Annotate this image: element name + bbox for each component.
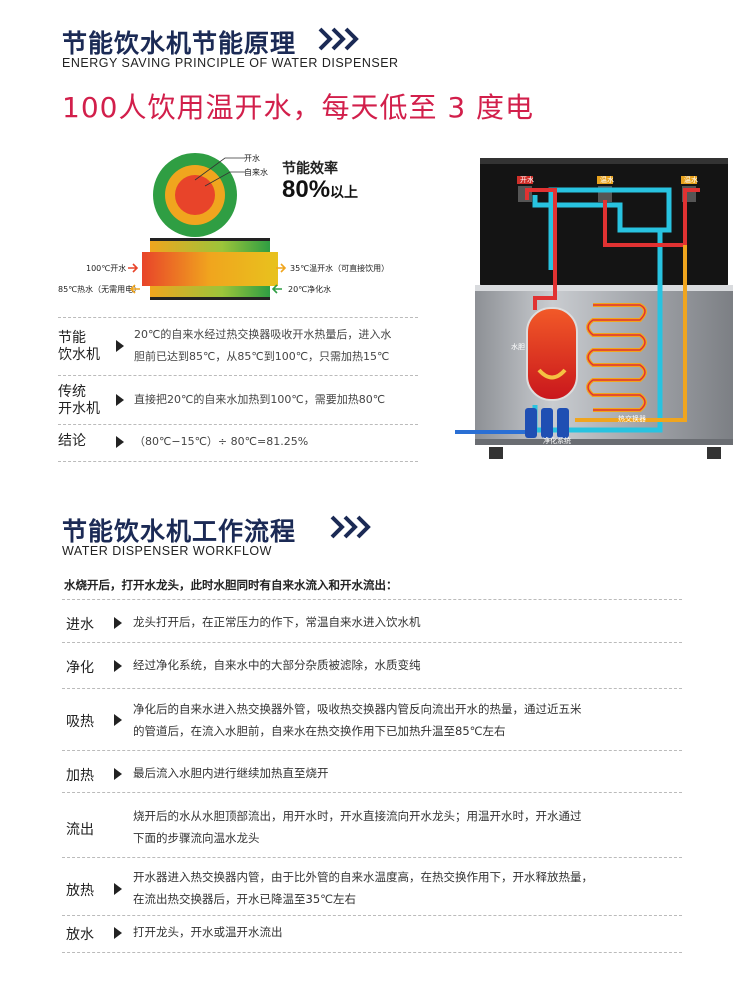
- divider: [62, 688, 682, 689]
- divider: [62, 915, 682, 916]
- arrow-right-icon: [128, 263, 139, 273]
- divider: [58, 424, 418, 425]
- divider: [62, 952, 682, 953]
- arrow-left-icon: [272, 284, 282, 294]
- workflow-label-absorb: 吸热: [66, 714, 94, 730]
- workflow-intro: 水烧开后，打开水龙头，此时水胆同时有自来水流入和开水流出：: [64, 578, 398, 592]
- tap-label-warm-2: 温水: [684, 176, 698, 184]
- label-boiling: 开水: [244, 154, 260, 163]
- workflow-label-purify: 净化: [66, 660, 94, 676]
- pipe-label-100c: 100℃开水: [86, 264, 127, 273]
- section1-title: 节能饮水机节能原理: [62, 29, 297, 58]
- workflow-label-heat: 加热: [66, 768, 94, 784]
- pipe-gradient-diagram: [142, 238, 278, 300]
- divider: [62, 599, 682, 600]
- workflow-text-release: 开水器进入热交换器内管，由于比外管的自来水温度高，在热交换作用下，开水释放热量，…: [133, 870, 593, 906]
- workflow-label-release: 放热: [66, 883, 94, 899]
- pipe-cross-section: [153, 153, 237, 237]
- cmp-text-energy: 20℃的自来水经过热交换器吸收开水热量后，进入水 胆前已达到85℃，从85℃到1…: [134, 328, 392, 363]
- divider: [62, 750, 682, 751]
- label-tap: 自来水: [244, 168, 268, 177]
- cmp-label-energy: 节能 饮水机: [58, 330, 100, 363]
- play-arrow-icon: [116, 394, 124, 406]
- tap-label-warm-1: 温水: [600, 176, 614, 184]
- divider: [62, 857, 682, 858]
- workflow-text-dispense: 打开龙头，开水或温开水流出: [133, 925, 283, 939]
- workflow-label-outflow: 流出: [66, 822, 94, 838]
- callout-lines: [194, 157, 245, 187]
- tap-label-boiling: 开水: [520, 176, 534, 184]
- divider: [58, 375, 418, 376]
- play-arrow-icon: [114, 883, 122, 895]
- divider: [58, 461, 418, 462]
- pipe-label-85c: 85℃热水（无需用电）: [58, 285, 142, 294]
- workflow-text-purify: 经过净化系统，自来水中的大部分杂质被滤除，水质变纯: [133, 658, 421, 672]
- exchanger-label: 热交换器: [618, 415, 646, 423]
- pipe-label-35c: 35℃温开水（可直接饮用）: [290, 264, 390, 273]
- section2-title: 节能饮水机工作流程: [62, 517, 297, 546]
- play-arrow-icon: [114, 660, 122, 672]
- cmp-text-traditional: 直接把20℃的自来水加热到100℃，需要加热80℃: [134, 393, 386, 406]
- divider: [62, 792, 682, 793]
- divider: [58, 317, 418, 318]
- play-arrow-icon: [114, 617, 122, 629]
- section2-subtitle: WATER DISPENSER WORKFLOW: [62, 544, 272, 558]
- filter-label: 净化系统: [543, 437, 571, 445]
- cmp-label-traditional: 传统 开水机: [58, 384, 100, 417]
- pipe-label-20c: 20℃净化水: [288, 285, 332, 294]
- tank-label: 水胆: [511, 343, 525, 351]
- workflow-text-absorb: 净化后的自来水进入热交换器外管，吸收热交换器内管反向流出开水的热量，通过近五米 …: [133, 702, 582, 738]
- play-arrow-icon: [114, 927, 122, 939]
- cmp-text-conclusion: （80℃−15℃）÷ 80℃=81.25%: [134, 435, 309, 448]
- efficiency-value: 80%以上: [282, 176, 359, 203]
- workflow-label-dispense: 放水: [66, 927, 94, 943]
- workflow-text-heat: 最后流入水胆内进行继续加热直至烧开: [133, 766, 329, 780]
- play-arrow-icon: [116, 436, 124, 448]
- water-dispenser-illustration: [455, 158, 733, 459]
- efficiency-label: 节能效率: [282, 161, 338, 177]
- triple-chevron-icon: [330, 515, 371, 539]
- workflow-text-outflow: 烧开后的水从水胆顶部流出，用开水时，开水直接流向开水龙头；用温开水时，开水通过 …: [133, 809, 582, 845]
- headline: 100人饮用温开水，每天低至 3 度电: [62, 91, 535, 124]
- play-arrow-icon: [114, 714, 122, 726]
- cmp-label-conclusion: 结论: [58, 433, 86, 449]
- arrow-left-icon: [130, 284, 140, 294]
- play-arrow-icon: [114, 768, 122, 780]
- triple-chevron-icon: [318, 27, 359, 51]
- arrow-right-icon: [276, 263, 287, 273]
- workflow-text-intake: 龙头打开后，在正常压力的作下，常温自来水进入饮水机: [133, 615, 421, 629]
- play-arrow-icon: [116, 340, 124, 352]
- divider: [62, 642, 682, 643]
- workflow-label-intake: 进水: [66, 617, 94, 633]
- section1-subtitle: ENERGY SAVING PRINCIPLE OF WATER DISPENS…: [62, 56, 399, 70]
